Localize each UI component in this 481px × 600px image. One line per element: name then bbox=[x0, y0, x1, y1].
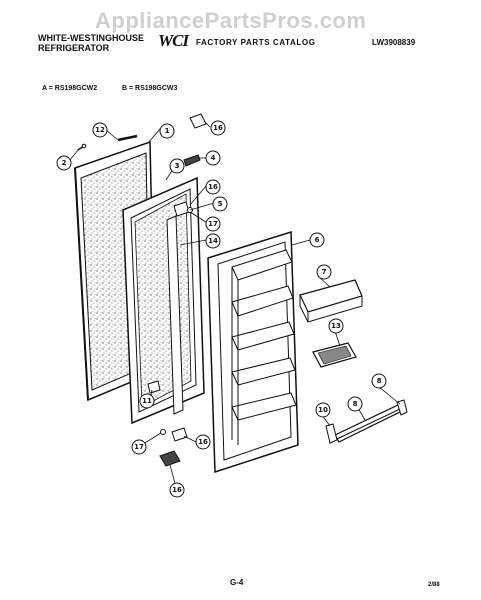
door-gasket-frame bbox=[122, 176, 205, 425]
callout-8b: 8 bbox=[347, 396, 363, 412]
callout-5: 5 bbox=[212, 196, 228, 212]
callout-6: 6 bbox=[309, 232, 325, 248]
callout-11: 11 bbox=[139, 393, 155, 409]
callout-14: 14 bbox=[205, 233, 221, 249]
callout-16b: 16 bbox=[205, 179, 221, 195]
callout-8a: 8 bbox=[371, 373, 387, 389]
callout-17b: 17 bbox=[131, 439, 147, 455]
callout-1: 1 bbox=[159, 123, 175, 139]
svg-text:2: 2 bbox=[62, 159, 67, 167]
svg-text:12: 12 bbox=[95, 126, 105, 134]
callout-16a: 16 bbox=[210, 120, 226, 136]
svg-text:4: 4 bbox=[211, 154, 216, 162]
callout-3: 3 bbox=[169, 158, 185, 174]
callout-7: 7 bbox=[316, 264, 332, 280]
callout-16c: 16 bbox=[195, 434, 211, 450]
callout-10: 10 bbox=[315, 402, 331, 418]
svg-text:16: 16 bbox=[213, 124, 223, 132]
svg-text:5: 5 bbox=[218, 200, 223, 208]
brand-line-2: REFRIGERATOR bbox=[38, 43, 110, 53]
door-bar bbox=[325, 399, 408, 444]
svg-text:1: 1 bbox=[165, 127, 170, 135]
callout-4: 4 bbox=[205, 150, 221, 166]
wci-logo: WCI bbox=[158, 31, 189, 50]
page-number: G-4 bbox=[230, 578, 244, 587]
callout-16d: 16 bbox=[169, 482, 185, 498]
egg-tray bbox=[312, 342, 357, 368]
svg-text:3: 3 bbox=[175, 162, 180, 170]
svg-text:8: 8 bbox=[377, 377, 382, 385]
watermark: AppliancePartsPros.com bbox=[95, 8, 367, 33]
svg-text:16: 16 bbox=[198, 438, 208, 446]
catalog-date: 2/88 bbox=[428, 582, 440, 588]
dairy-compartment bbox=[299, 279, 363, 323]
svg-text:10: 10 bbox=[318, 406, 328, 414]
callout-12: 12 bbox=[92, 122, 108, 138]
brand-line-1: WHITE-WESTINGHOUSE bbox=[38, 33, 144, 43]
document-number: LW3908839 bbox=[372, 38, 416, 47]
callout-17a: 17 bbox=[205, 216, 221, 232]
inner-door-liner bbox=[207, 230, 299, 474]
small-hardware bbox=[77, 113, 207, 467]
catalog-title: FACTORY PARTS CATALOG bbox=[196, 38, 316, 47]
callout-2: 2 bbox=[56, 155, 72, 171]
svg-text:14: 14 bbox=[208, 237, 218, 245]
svg-text:17: 17 bbox=[208, 220, 218, 228]
svg-text:16: 16 bbox=[208, 183, 218, 191]
svg-text:17: 17 bbox=[134, 443, 144, 451]
model-a: A = RS198GCW2 bbox=[42, 85, 98, 92]
svg-text:13: 13 bbox=[331, 322, 341, 330]
model-b: B = RS198GCW3 bbox=[122, 85, 178, 92]
svg-text:16: 16 bbox=[172, 486, 182, 494]
callout-13: 13 bbox=[328, 318, 344, 334]
svg-text:11: 11 bbox=[142, 397, 152, 405]
svg-text:7: 7 bbox=[322, 268, 327, 276]
brand-block: WHITE-WESTINGHOUSE REFRIGERATOR bbox=[38, 33, 144, 53]
breaker-strip bbox=[166, 215, 184, 415]
svg-text:8: 8 bbox=[353, 400, 358, 408]
svg-text:6: 6 bbox=[315, 236, 320, 244]
